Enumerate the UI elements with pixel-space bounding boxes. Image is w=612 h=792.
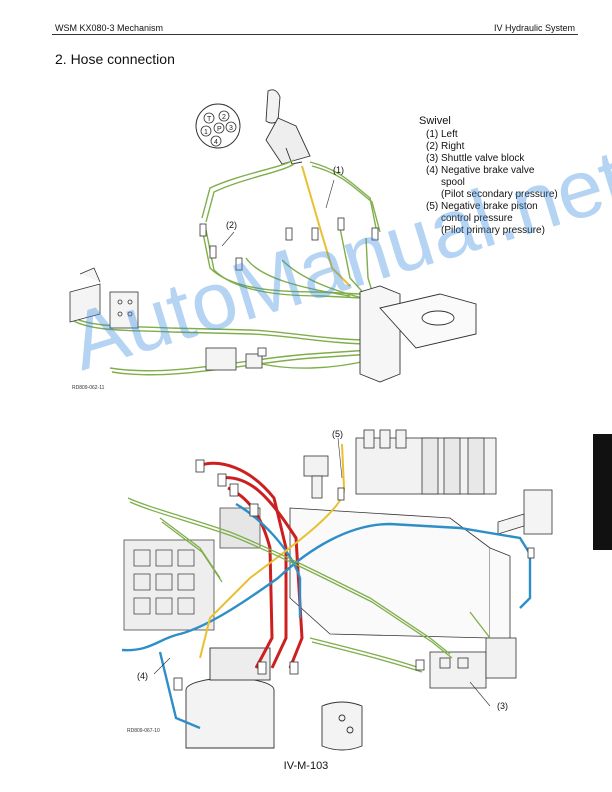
- port-label-p: P: [217, 126, 222, 133]
- figure-caption-bottom: RD809-067-10: [127, 728, 160, 734]
- callout-shuttle-block: (3): [497, 701, 508, 711]
- pilot-hoses-top: [69, 159, 381, 376]
- port-label-4: 4: [214, 139, 218, 146]
- callout-brake-valve: (4): [137, 671, 148, 681]
- legend-item-cont: control pressure: [441, 213, 513, 224]
- legend-item: (5) Negative brake piston: [426, 201, 538, 212]
- legend-item: (4) Negative brake valve: [426, 165, 535, 176]
- swivel-legend: Swivel (1) Left (2) Right (3) Shuttle va…: [419, 115, 558, 237]
- port-pattern: T 2 1 P 3 4: [195, 103, 241, 149]
- port-label-1: 1: [204, 129, 208, 136]
- valve-block-left-top: [69, 267, 139, 329]
- swivel-top: [359, 285, 477, 383]
- chapter-tab-marker: [593, 434, 612, 550]
- swivel-bottom: [185, 647, 363, 751]
- bottom-figure: [121, 179, 553, 751]
- callout-right-swivel: (2): [226, 220, 237, 230]
- section-title: 2. Hose connection: [55, 51, 175, 67]
- legend-item: (2) Right: [426, 141, 465, 152]
- figure-caption-top: RD809-062-11: [72, 385, 105, 391]
- port-label-t: T: [207, 116, 212, 123]
- header-manual-title: WSM KX080-3 Mechanism: [55, 23, 164, 33]
- legend-item-cont: spool: [441, 177, 465, 188]
- port-label-2: 2: [222, 114, 226, 121]
- top-figure: T 2 1 P 3 4: [69, 89, 477, 383]
- header-rule: [52, 34, 578, 35]
- legend-item: (3) Shuttle valve block: [426, 153, 525, 164]
- page-header: WSM KX080-3 Mechanism IV Hydraulic Syste…: [0, 0, 612, 35]
- legend-item: (1) Left: [426, 129, 458, 140]
- pilot-joystick: [265, 89, 311, 165]
- control-valve: [355, 429, 497, 495]
- legend-item-cont: (Pilot secondary pressure): [441, 189, 558, 200]
- callout-left-swivel: (1): [333, 165, 344, 175]
- swing-motor-right: [497, 489, 553, 535]
- header-chapter-title: IV Hydraulic System: [493, 23, 575, 33]
- shuttle-block-top: [205, 347, 263, 371]
- brake-valve-block: [303, 455, 329, 499]
- callout-brake-piston: (5): [332, 429, 343, 439]
- hose-fittings-bottom: [173, 459, 535, 691]
- leader-lines: [153, 179, 491, 707]
- hose-fittings-top: [199, 217, 379, 357]
- pilot-hoses-bottom: [127, 497, 491, 673]
- frame-plate: [289, 507, 511, 645]
- shuttle-valve-block: [429, 637, 517, 689]
- legend-title: Swivel: [419, 115, 451, 127]
- legend-item-cont: (Pilot primary pressure): [441, 225, 545, 236]
- valve-cluster-left: [123, 507, 261, 631]
- port-label-3: 3: [229, 125, 233, 132]
- yellow-hose-top: [301, 165, 351, 287]
- blue-hoses: [121, 502, 532, 730]
- hose-connection-diagram: T 2 1 P 3 4: [69, 89, 553, 751]
- page-number: IV-M-103: [283, 760, 329, 772]
